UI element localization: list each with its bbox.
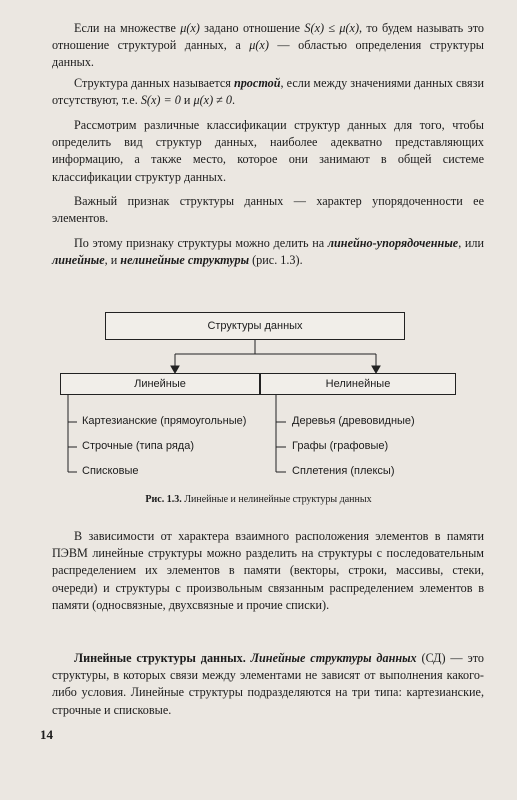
- text-run: По этому признаку структуры можно делить…: [74, 236, 328, 250]
- section-heading: Линейные структуры данных.: [74, 651, 246, 665]
- term-emphasis: простой: [233, 76, 281, 90]
- term-emphasis: линейно-упорядоченные: [327, 236, 459, 250]
- text-run: задано отношение: [199, 21, 305, 35]
- formula: μ(x): [249, 38, 269, 53]
- text-run: Если на множестве: [74, 21, 181, 35]
- formula: S(x) ≤ μ(x): [304, 21, 360, 35]
- text-run: .: [232, 93, 236, 108]
- diagram-item-plexes: Сплетения (плексы): [292, 465, 395, 477]
- text-run: (СД) — это структуры, в которых связи ме…: [52, 651, 484, 717]
- text-run: , то будем называть это отношение структ…: [52, 21, 485, 53]
- text-run: , если между значениями данных связи отс…: [52, 76, 484, 108]
- paragraph-simple-structure: Структура данных называется простой, есл…: [52, 75, 484, 109]
- text-run: и: [180, 93, 194, 108]
- diagram-item-graphs: Графы (графовые): [292, 440, 389, 452]
- term-emphasis: Линейные структуры данных: [250, 651, 417, 665]
- caption-text: Линейные и нелинейные структуры данных: [181, 494, 372, 505]
- paragraph-structure-definition: Если на множестве μ(x) задано отношение …: [52, 20, 484, 72]
- text-run: Структура данных называется: [74, 76, 234, 90]
- paragraph-classifications: Рассмотрим различные классификации струк…: [52, 118, 484, 184]
- formula: S(x) = 0: [140, 93, 181, 108]
- diagram-item-cartesian: Картезианские (прямоугольные): [82, 415, 247, 427]
- term-emphasis: нелинейные структуры: [120, 253, 250, 268]
- diagram-nonlinear-box: Нелинейные: [260, 373, 456, 395]
- text-run: , и: [104, 253, 121, 268]
- diagram-linear-box: Линейные: [60, 373, 260, 395]
- diagram-item-string: Строчные (типа ряда): [82, 440, 194, 452]
- formula: μ(x) ≠ 0: [193, 93, 233, 108]
- diagram-item-list: Списковые: [82, 465, 139, 477]
- paragraph-ordering-feature: Важный признак структуры данных — характ…: [52, 194, 484, 226]
- diagram-root-box: Структуры данных: [105, 312, 405, 340]
- diagram-connectors: [67, 340, 381, 473]
- paragraph-memory-arrangement: В зависимости от характера взаимного рас…: [52, 529, 484, 612]
- figure-caption: Рис. 1.3. Линейные и нелинейные структур…: [0, 494, 517, 505]
- data-structures-diagram: Структуры данных Линейные Нелинейные Кар…: [60, 302, 460, 492]
- text-run: , или: [458, 236, 484, 250]
- caption-label: Рис. 1.3.: [145, 494, 182, 505]
- formula: μ(x): [180, 21, 200, 35]
- paragraph-linear-nonlinear: По этому признаку структуры можно делить…: [52, 235, 484, 269]
- text-run: (рис. 1.3).: [249, 253, 303, 268]
- diagram-item-trees: Деревья (древовидные): [292, 415, 415, 427]
- paragraph-linear-structures: Линейные структуры данных. Линейные стру…: [52, 650, 484, 719]
- term-emphasis: линейные: [52, 253, 105, 268]
- text-run: — областью определения структуры данных.: [52, 38, 484, 70]
- page-number: 14: [40, 727, 53, 742]
